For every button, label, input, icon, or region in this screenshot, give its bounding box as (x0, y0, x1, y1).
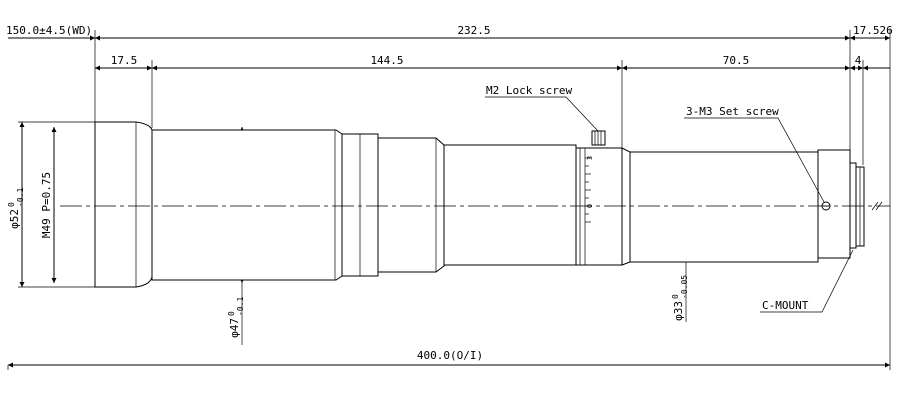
leader-lines (485, 96, 854, 313)
diameter-phi47: φ47 0 -0.1 (227, 297, 245, 338)
dim-overall-length: 232.5 (457, 24, 490, 37)
dim-total: 400.0(O/I) (417, 349, 483, 362)
svg-text:-0.1: -0.1 (16, 188, 25, 207)
svg-text:φ33: φ33 (672, 301, 685, 321)
extension-lines (7, 30, 891, 370)
scale-mark-3: 3 (586, 156, 594, 160)
svg-text:0: 0 (227, 311, 236, 316)
svg-text:φ47: φ47 (228, 318, 241, 338)
svg-text:φ52: φ52 (8, 209, 21, 229)
main-barrel (151, 129, 343, 281)
svg-text:-0.1: -0.1 (236, 297, 245, 316)
svg-text:0: 0 (671, 294, 680, 299)
barrel-section-3 (443, 144, 577, 266)
front-cap (94, 121, 153, 288)
dim-seg1: 17.5 (111, 54, 138, 67)
c-mount-flange (849, 162, 857, 249)
diameter-phi52: φ52 0 -0.1 (7, 188, 25, 229)
step-ring-2 (377, 137, 445, 273)
dim-wd: 150.0±4.5(WD) (6, 24, 92, 37)
label-lock-screw: M2 Lock screw (486, 84, 572, 97)
svg-text:0: 0 (7, 202, 16, 207)
lock-screw-icon (591, 130, 606, 146)
neck (621, 147, 631, 266)
diameter-m49: M49 P=0.75 (40, 172, 53, 238)
diameter-phi33: φ33 0 -0.05 (671, 275, 689, 321)
break-mark (871, 201, 883, 211)
dim-seg4: 4 (855, 54, 862, 67)
lens-body: 3 0 (94, 121, 865, 288)
label-c-mount: C-MOUNT (762, 299, 809, 312)
dim-seg3: 70.5 (723, 54, 750, 67)
label-set-screw: 3-M3 Set screw (686, 105, 779, 118)
dim-flange: 17.526 (853, 24, 893, 37)
focus-ring (575, 147, 623, 266)
svg-text:-0.05: -0.05 (680, 275, 689, 299)
dim-seg2: 144.5 (370, 54, 403, 67)
rear-tube (629, 151, 819, 263)
